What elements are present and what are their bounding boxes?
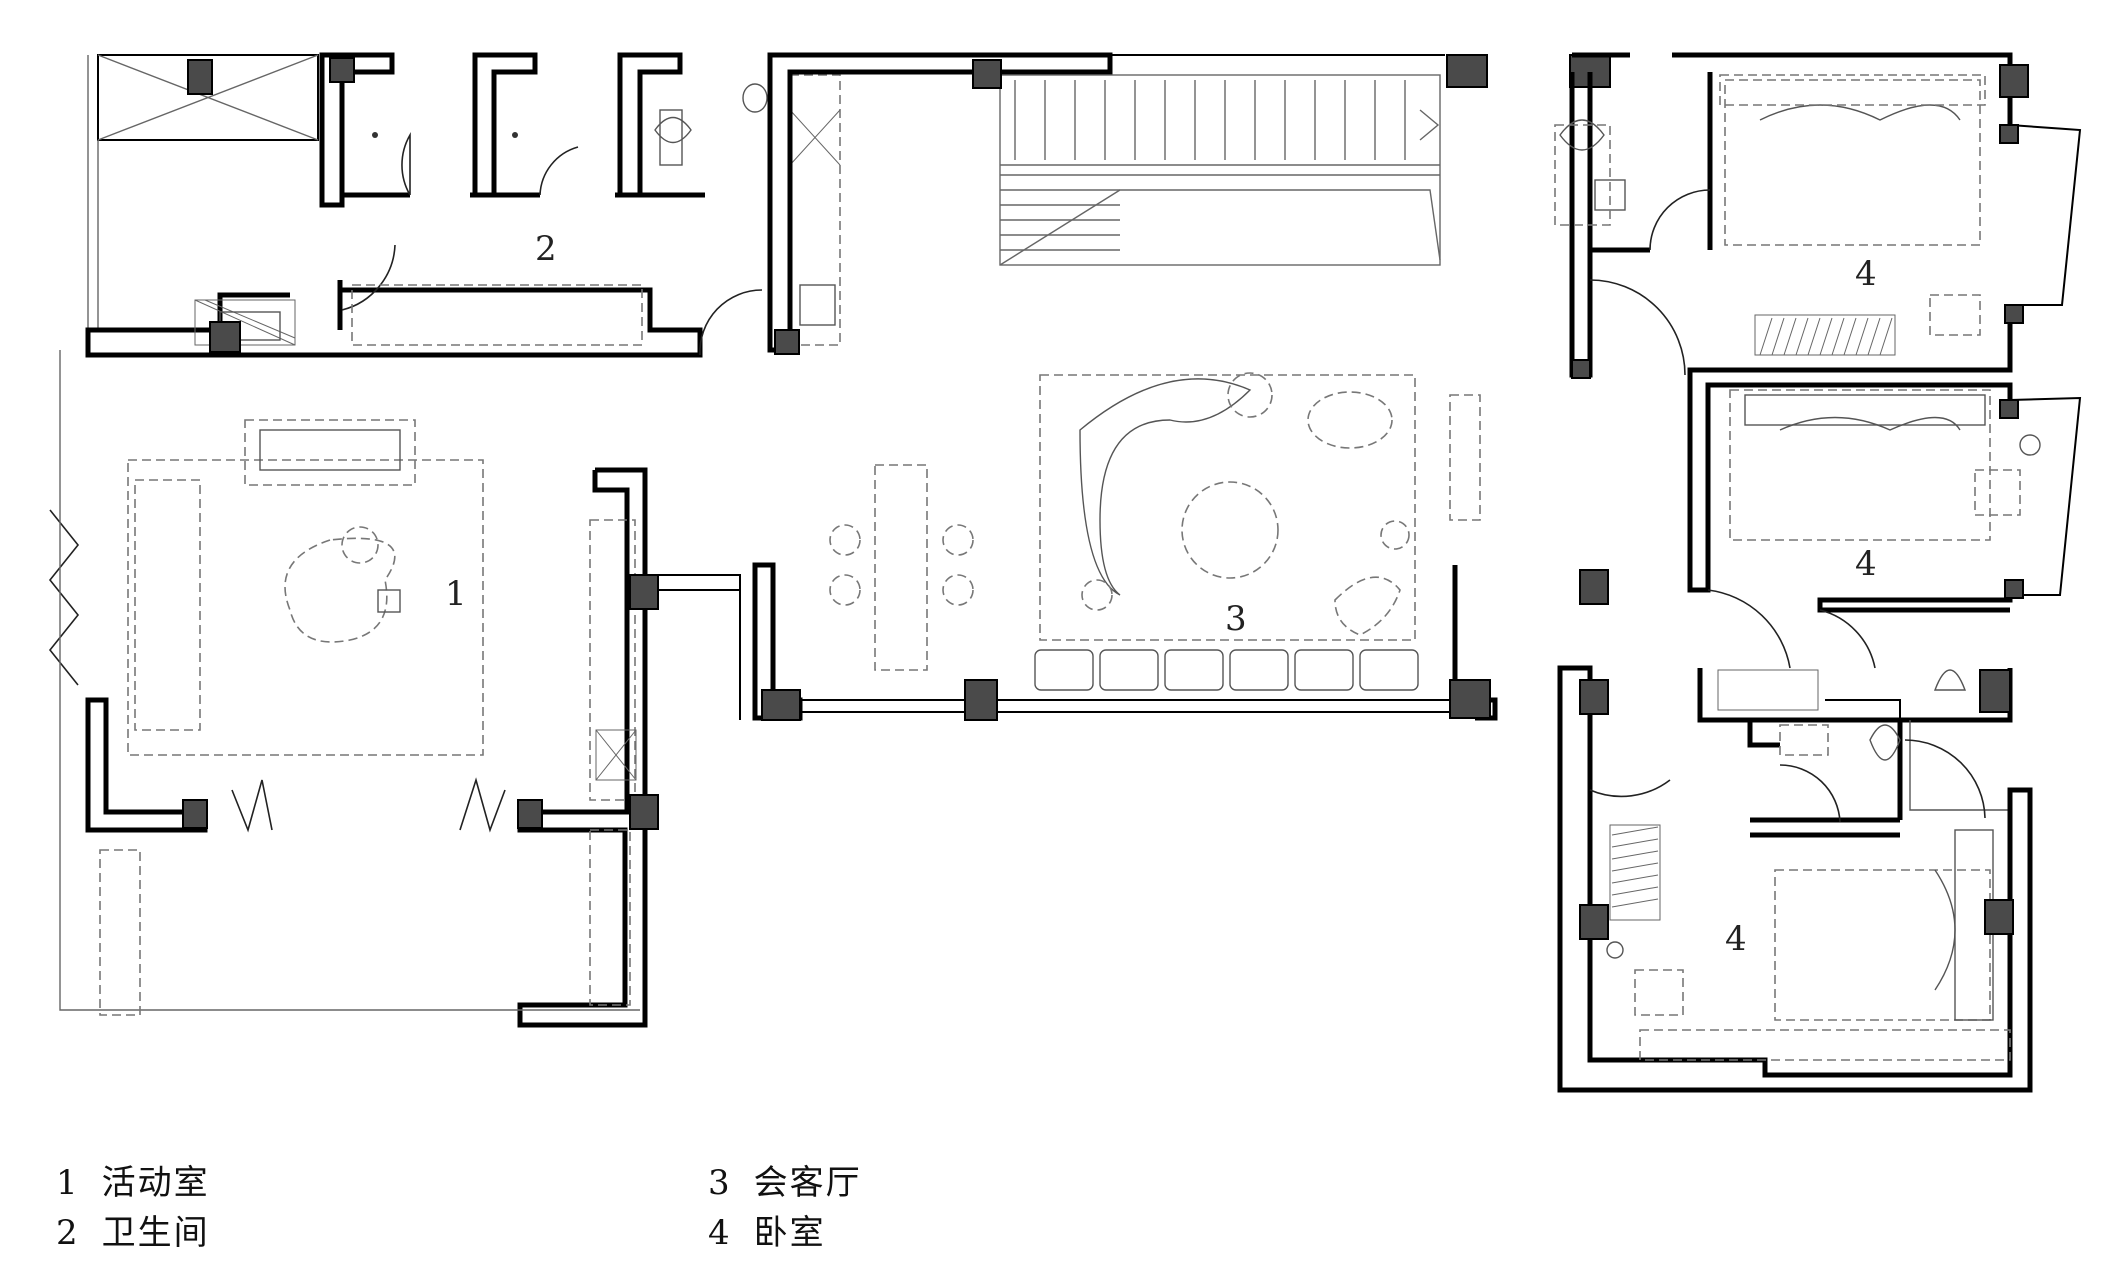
- bedroom-bottom-right: [1557, 569, 2033, 1093]
- bathroom-zone: [85, 52, 841, 358]
- room-number-4-bottom: 4: [1725, 919, 1747, 959]
- bedroom-mid-right: [1687, 375, 2082, 669]
- activity-room: [48, 350, 741, 1028]
- room-number-1: 1: [445, 574, 467, 614]
- room-number-4-top: 4: [1855, 254, 1877, 294]
- room-number-3: 3: [1225, 599, 1247, 639]
- stair-zone: [767, 52, 1611, 355]
- living-room: [752, 372, 1498, 721]
- room-labels: 1 2 3 4 4 4: [445, 229, 1877, 959]
- bedroom-top-right: [1554, 52, 2082, 379]
- room-number-4-middle: 4: [1855, 544, 1877, 584]
- room-number-2: 2: [535, 229, 557, 269]
